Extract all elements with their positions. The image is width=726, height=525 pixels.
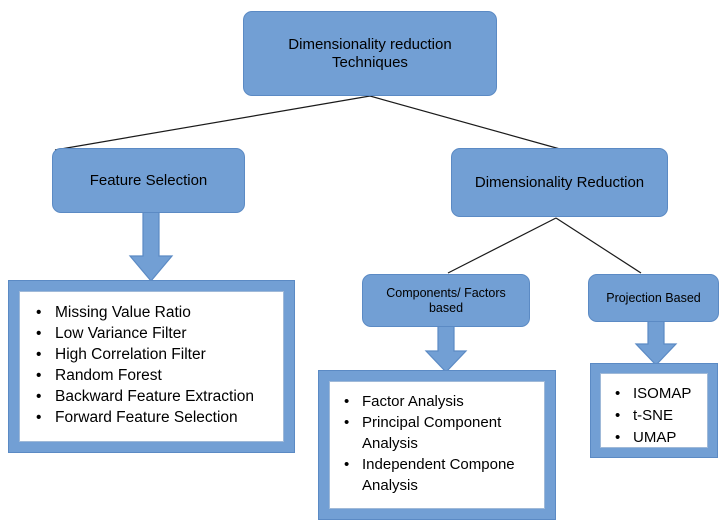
bullet-icon: •	[36, 367, 42, 384]
bullet-icon: •	[36, 304, 42, 321]
list-feature-selection-panel: • Missing Value Ratio • Low Variance Fil…	[19, 291, 284, 442]
connector-root-to-feature-selection	[54, 95, 371, 151]
bullet-icon: •	[36, 388, 42, 405]
bullet-icon: •	[344, 414, 350, 431]
feature-selection-items: • Missing Value Ratio • Low Variance Fil…	[20, 292, 283, 428]
list-item-label: Principal Component Analysis	[362, 414, 502, 452]
bullet-icon: •	[36, 325, 42, 342]
list-item: • Independent Compone Analysis	[344, 454, 544, 496]
list-item: • Factor Analysis	[344, 391, 544, 412]
list-item: • Forward Feature Selection	[36, 407, 277, 428]
bullet-icon: •	[615, 407, 621, 424]
bullet-icon: •	[344, 393, 350, 410]
list-item-label: t-SNE	[633, 407, 674, 424]
list-item-label: Missing Value Ratio	[55, 304, 191, 321]
list-item-label: ISOMAP	[633, 385, 692, 402]
node-components-factors-label: Components/ Factors based	[386, 285, 506, 315]
node-projection-based[interactable]: Projection Based	[588, 274, 719, 322]
node-components-factors-based[interactable]: Components/ Factors based	[362, 274, 530, 327]
connector-dr-to-components-factors	[447, 217, 557, 274]
bullet-icon: •	[36, 409, 42, 426]
list-item-label: Low Variance Filter	[55, 325, 187, 342]
list-components-factors-methods: • Factor Analysis • Principal Component …	[318, 370, 556, 520]
list-item: • High Correlation Filter	[36, 344, 277, 365]
list-item-label: UMAP	[633, 429, 677, 446]
node-root-label: Dimensionality reduction Techniques	[288, 35, 452, 71]
node-dimensionality-reduction-techniques[interactable]: Dimensionality reduction Techniques	[243, 11, 497, 96]
list-projection-panel: • ISOMAP • t-SNE • UMAP	[600, 373, 708, 448]
bullet-icon: •	[36, 346, 42, 363]
bullet-icon: •	[344, 456, 350, 473]
node-feature-selection[interactable]: Feature Selection	[52, 148, 245, 213]
bullet-icon: •	[615, 385, 621, 402]
list-item-label: Factor Analysis	[362, 393, 464, 410]
list-item: • Principal Component Analysis	[344, 412, 544, 454]
list-projection-methods: • ISOMAP • t-SNE • UMAP	[590, 363, 718, 458]
list-feature-selection-methods: • Missing Value Ratio • Low Variance Fil…	[8, 280, 295, 453]
block-arrow-feature-selection-down	[128, 210, 174, 282]
list-item-label: Random Forest	[55, 367, 162, 384]
list-item: • Low Variance Filter	[36, 323, 277, 344]
list-item-label: Backward Feature Extraction	[55, 388, 255, 405]
node-dimensionality-reduction-label: Dimensionality Reduction	[474, 173, 645, 191]
components-factors-items: • Factor Analysis • Principal Component …	[330, 382, 544, 496]
list-item: • ISOMAP	[615, 383, 707, 405]
list-components-factors-panel: • Factor Analysis • Principal Component …	[329, 381, 545, 509]
node-projection-based-label: Projection Based	[606, 290, 701, 305]
list-item: • Missing Value Ratio	[36, 302, 277, 323]
list-item: • Random Forest	[36, 365, 277, 386]
connector-root-to-dimensionality-reduction	[369, 95, 561, 150]
block-arrow-components-factors-down	[424, 325, 468, 373]
node-feature-selection-label: Feature Selection	[89, 171, 208, 189]
list-item: • UMAP	[615, 427, 707, 447]
bullet-icon: •	[615, 429, 621, 446]
projection-items: • ISOMAP • t-SNE • UMAP	[601, 374, 707, 447]
list-item: • t-SNE	[615, 405, 707, 427]
list-item-label: Independent Compone Analysis	[362, 456, 515, 494]
connector-dr-to-projection-based	[555, 217, 642, 274]
block-arrow-projection-based-down	[634, 320, 678, 366]
list-item: • Backward Feature Extraction	[36, 386, 277, 407]
list-item-label: High Correlation Filter	[55, 346, 206, 363]
node-dimensionality-reduction[interactable]: Dimensionality Reduction	[451, 148, 668, 217]
list-item-label: Forward Feature Selection	[55, 409, 238, 426]
